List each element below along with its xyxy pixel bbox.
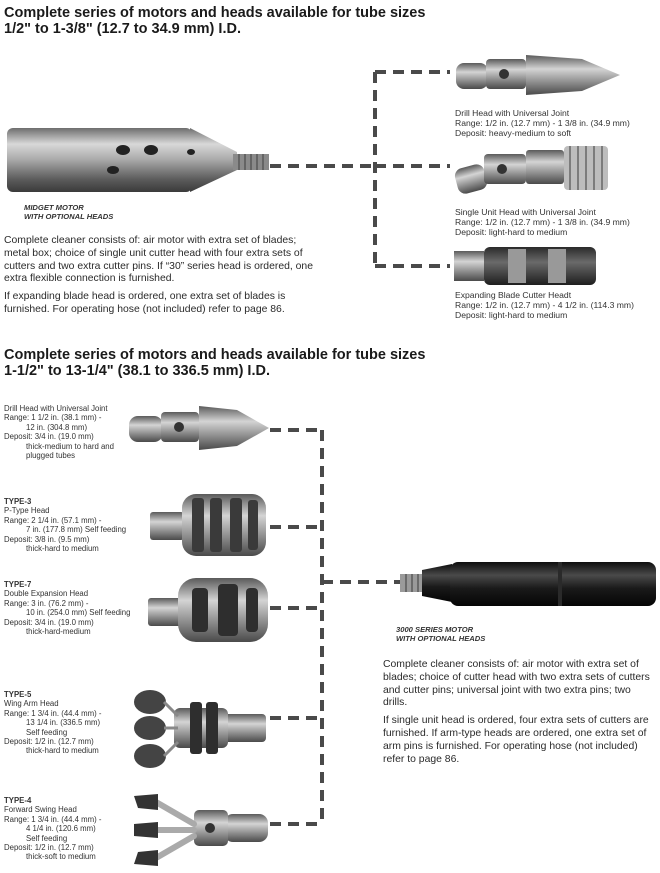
type4-line5: thick-soft to medium	[26, 852, 96, 862]
section2-heading-line1: Complete series of motors and heads avai…	[4, 347, 426, 363]
drill-head-s2-line2: 12 in. (304.8 mm)	[26, 422, 88, 432]
type7-line2: 10 in. (254.0 mm) Self feeding	[26, 608, 131, 618]
type7-caption: TYPE-7 Double Expansion Head Range: 3 in…	[4, 580, 130, 636]
type4-type: TYPE-4	[4, 796, 32, 805]
drill-head-s1-image	[456, 55, 620, 95]
type5-line4: Deposit: 1/2 in. (12.7 mm)	[4, 737, 94, 747]
type7-line1: Range: 3 in. (76.2 mm) -	[4, 598, 89, 608]
type5-line2: 13 1/4 in. (336.5 mm)	[26, 718, 101, 728]
midget-motor-label-line2: WITH OPTIONAL HEADS	[24, 212, 114, 221]
3000-series-motor-label: 3000 SERIES MOTOR WITH OPTIONAL HEADS	[396, 625, 485, 643]
type3-line1: Range: 2 1/4 in. (57.1 mm) -	[4, 515, 102, 525]
single-unit-head-range: Range: 1/2 in. (12.7 mm) - 1 3/8 in. (34…	[455, 217, 630, 228]
type5-line1: Range: 1 3/4 in. (44.4 mm) -	[4, 708, 102, 718]
type3-line3: Deposit: 3/8 in. (9.5 mm)	[4, 534, 90, 544]
type3-caption: TYPE-3 P-Type Head Range: 2 1/4 in. (57.…	[4, 497, 126, 553]
type5-head-image	[134, 690, 266, 768]
drill-head-s2-line5: plugged tubes	[26, 451, 75, 461]
type3-line0: P-Type Head	[4, 506, 50, 516]
expanding-blade-head-deposit: Deposit: light-hard to medium	[455, 310, 568, 321]
3000-series-motor-label-line1: 3000 SERIES MOTOR	[396, 625, 474, 634]
drill-head-s2-line0: Drill Head with Universal Joint	[4, 404, 108, 413]
type3-head-image	[150, 494, 266, 556]
expanding-blade-head-caption: Expanding Blade Cutter Headt Range: 1/2 …	[455, 290, 634, 321]
type3-line4: thick-hard to medium	[26, 544, 99, 554]
type7-head-image	[148, 578, 268, 642]
section1-heading: Complete series of motors and heads avai…	[4, 5, 425, 37]
single-unit-head-image	[454, 146, 608, 194]
single-unit-head-caption: Single Unit Head with Universal Joint Ra…	[455, 207, 630, 238]
section2-paragraph2: If single unit head is ordered, four ext…	[383, 715, 649, 765]
type7-line3: Deposit: 3/4 in. (19.0 mm)	[4, 617, 94, 627]
type7-type: TYPE-7	[4, 580, 32, 589]
type3-line2: 7 in. (177.8 mm) Self feeding	[26, 525, 127, 535]
type3-type: TYPE-3	[4, 497, 32, 506]
drill-head-s1-deposit: Deposit: heavy-medium to soft	[455, 128, 572, 139]
drill-head-s2-caption: Drill Head with Universal Joint Range: 1…	[4, 404, 114, 460]
type4-line4: Deposit: 1/2 in. (12.7 mm)	[4, 843, 94, 853]
expanding-blade-head-image	[454, 247, 596, 285]
type7-line0: Double Expansion Head	[4, 589, 89, 599]
section2-description: Complete cleaner consists of: air motor …	[383, 659, 655, 771]
type5-line0: Wing Arm Head	[4, 699, 59, 709]
type4-line2: 4 1/4 in. (120.6 mm)	[26, 824, 96, 834]
type5-line5: thick-hard to medium	[26, 746, 99, 756]
drill-head-s1-name: Drill Head with Universal Joint	[455, 108, 570, 118]
section1-paragraph1: Complete cleaner consists of: air motor …	[4, 235, 313, 285]
expanding-blade-head-name: Expanding Blade Cutter Headt	[455, 290, 572, 300]
type4-line1: Range: 1 3/4 in. (44.4 mm) -	[4, 814, 102, 824]
section2-heading-line2: 1-1/2" to 13-1/4" (38.1 to 336.5 mm) I.D…	[4, 363, 270, 379]
3000-series-motor-image	[400, 562, 656, 606]
midget-motor-label: MIDGET MOTOR WITH OPTIONAL HEADS	[24, 203, 113, 221]
drill-head-s1-range: Range: 1/2 in. (12.7 mm) - 1 3/8 in. (34…	[455, 118, 630, 129]
type4-head-image	[134, 794, 268, 866]
section1-heading-line1: Complete series of motors and heads avai…	[4, 5, 426, 21]
section2-paragraph1: Complete cleaner consists of: air motor …	[383, 659, 650, 709]
type5-caption: TYPE-5 Wing Arm Head Range: 1 3/4 in. (4…	[4, 690, 102, 756]
section1-paragraph2: If expanding blade head is ordered, one …	[4, 291, 286, 315]
drill-head-s2-image	[129, 406, 269, 450]
midget-motor-label-line1: MIDGET MOTOR	[24, 203, 84, 212]
type5-type: TYPE-5	[4, 690, 32, 699]
drill-head-s2-line4: thick-medium to hard and	[26, 441, 114, 451]
single-unit-head-deposit: Deposit: light-hard to medium	[455, 227, 568, 238]
single-unit-head-name: Single Unit Head with Universal Joint	[455, 207, 596, 217]
drill-head-s1-caption: Drill Head with Universal Joint Range: 1…	[455, 108, 630, 139]
type7-line4: thick-hard-medium	[26, 627, 91, 637]
type4-line0: Forward Swing Head	[4, 805, 77, 815]
3000-series-motor-label-line2: WITH OPTIONAL HEADS	[396, 634, 486, 643]
section2-heading: Complete series of motors and heads avai…	[4, 347, 425, 379]
drill-head-s2-line3: Deposit: 3/4 in. (19.0 mm)	[4, 432, 94, 442]
drill-head-s2-line1: Range: 1 1/2 in. (38.1 mm) -	[4, 413, 102, 423]
type4-caption: TYPE-4 Forward Swing Head Range: 1 3/4 i…	[4, 796, 102, 862]
section1-description: Complete cleaner consists of: air motor …	[4, 235, 322, 322]
type4-line3: Self feeding	[26, 833, 68, 843]
expanding-blade-head-range: Range: 1/2 in. (12.7 mm) - 4 1/2 in. (11…	[455, 300, 634, 311]
midget-motor-image	[7, 128, 269, 192]
type5-line3: Self feeding	[26, 727, 68, 737]
section1-heading-line2: 1/2" to 1-3/8" (12.7 to 34.9 mm) I.D.	[4, 21, 241, 37]
